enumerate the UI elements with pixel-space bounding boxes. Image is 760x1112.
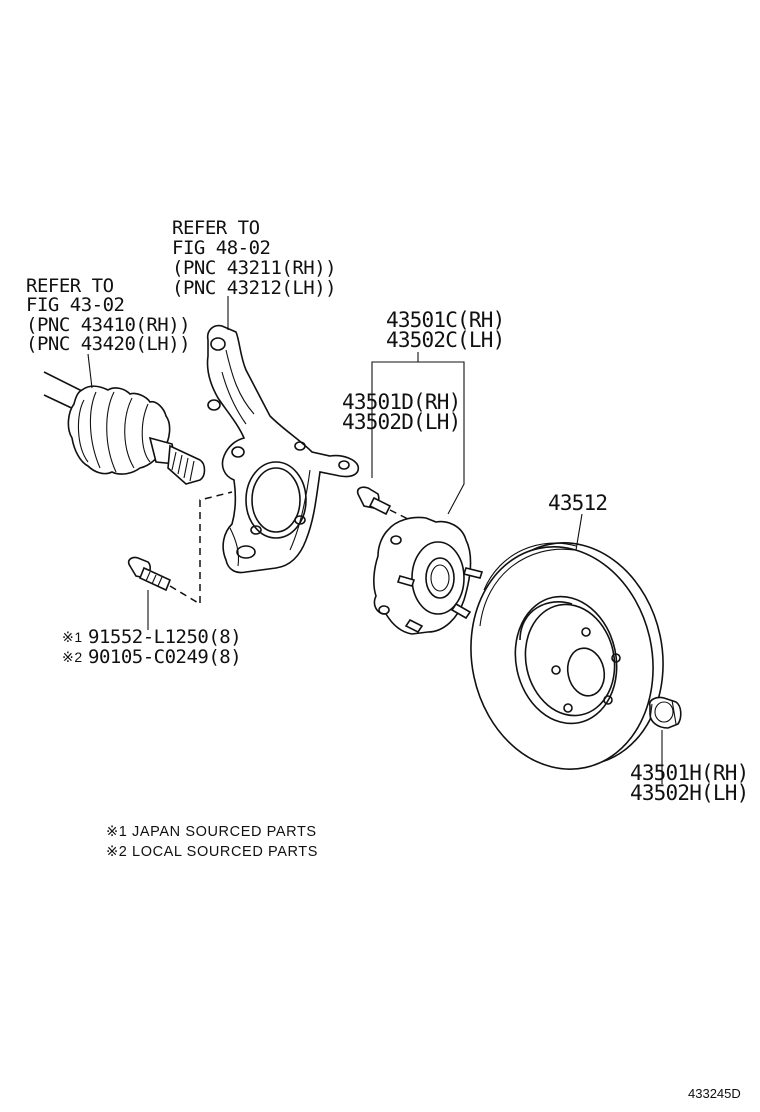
brake-disc xyxy=(470,542,664,770)
label-line: FIG 48-02 xyxy=(172,237,270,259)
hub-nut xyxy=(648,696,682,729)
part-number: 91552-L1250(8) xyxy=(88,626,241,648)
figure-id: 433245D xyxy=(688,1086,741,1101)
source-mark: ※2 xyxy=(62,649,83,665)
nut-label: 43501H(RH) 43502H(LH) xyxy=(630,761,749,805)
knuckle-bolt xyxy=(127,556,172,592)
part-number: 43502H(LH) xyxy=(630,781,748,805)
note-japan: ※1 JAPAN SOURCED PARTS xyxy=(106,824,317,840)
hub-bolt-label: 43501D(RH) 43502D(LH) xyxy=(342,390,461,434)
part-number: 43502C(LH) xyxy=(386,328,504,352)
source-mark: ※1 xyxy=(62,629,83,645)
label-line: FIG 43-02 xyxy=(26,294,124,316)
source-notes: ※1 JAPAN SOURCED PARTS ※2 LOCAL SOURCED … xyxy=(106,824,318,860)
label-line: (PNC 43211(RH)) xyxy=(172,257,336,279)
part-number: 43512 xyxy=(548,491,607,515)
part-number: 43501C(RH) xyxy=(386,308,504,332)
steering-knuckle xyxy=(206,324,360,574)
part-number: 43502D(LH) xyxy=(342,410,460,434)
note-local: ※2 LOCAL SOURCED PARTS xyxy=(106,844,318,860)
knuckle-reference-label: REFER TO FIG 48-02 (PNC 43211(RH)) (PNC … xyxy=(172,217,337,299)
drive-shaft xyxy=(43,371,206,485)
part-number: 90105-C0249(8) xyxy=(88,646,241,668)
part-number: 43501D(RH) xyxy=(342,390,460,414)
label-line: REFER TO xyxy=(26,275,114,297)
part-number: 43501H(RH) xyxy=(630,761,748,785)
driveshaft-reference-label: REFER TO FIG 43-02 (PNC 43410(RH)) (PNC … xyxy=(26,275,191,355)
hub-bolt xyxy=(356,486,392,516)
bolt-label: ※1 91552-L1250(8) ※2 90105-C0249(8) xyxy=(62,626,242,668)
label-line: (PNC 43212(LH)) xyxy=(172,277,336,299)
disc-label: 43512 xyxy=(548,491,608,515)
label-line: (PNC 43410(RH)) xyxy=(26,314,190,336)
label-line: REFER TO xyxy=(172,217,260,239)
hub-assembly-label: 43501C(RH) 43502C(LH) xyxy=(386,308,505,352)
label-line: (PNC 43420(LH)) xyxy=(26,333,190,355)
hub-assembly xyxy=(373,516,484,635)
